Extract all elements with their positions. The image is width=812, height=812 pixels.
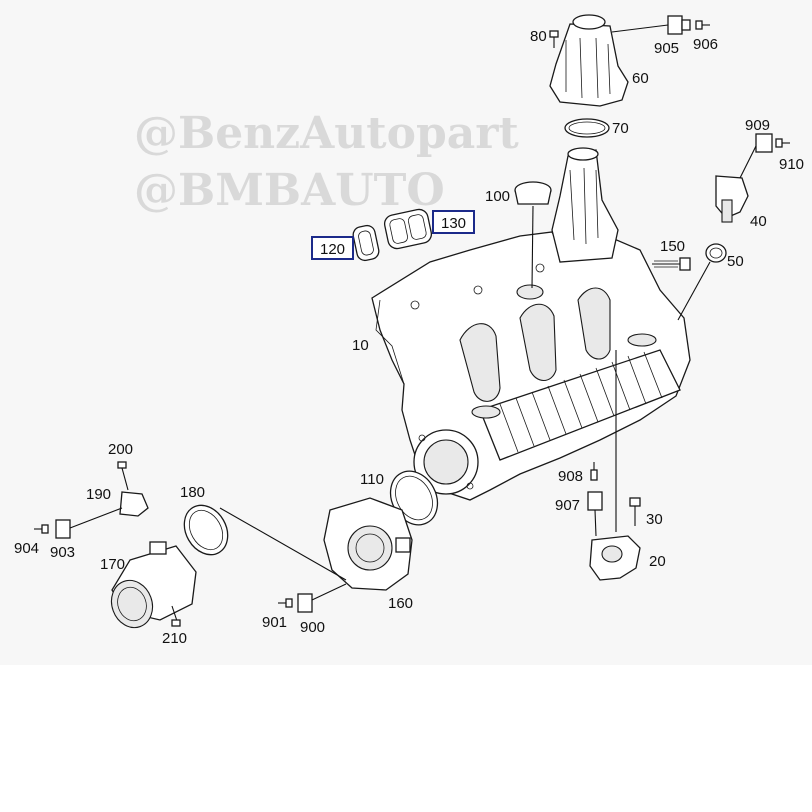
part-60-cover	[549, 14, 629, 107]
watermark-line-2: @BMBAUTO	[134, 165, 445, 216]
label-50: 50	[727, 253, 744, 270]
label-180: 180	[180, 484, 205, 501]
label-160: 160	[388, 595, 413, 612]
label-120-highlight: 120	[311, 236, 354, 260]
part-40-sensor	[715, 175, 749, 223]
part-910-pin	[775, 138, 790, 148]
label-150: 150	[660, 238, 685, 255]
blank-footer	[0, 665, 812, 812]
part-906-pin	[695, 20, 710, 30]
part-210-screw	[171, 605, 181, 627]
label-40: 40	[750, 213, 767, 230]
part-150-bolt	[652, 257, 691, 271]
label-200: 200	[108, 441, 133, 458]
part-909-connector	[755, 133, 773, 153]
watermark-line-1: @BenzAutopart	[134, 108, 519, 159]
part-50-oring	[705, 243, 727, 263]
intake-manifold	[371, 231, 691, 501]
label-130: 130	[441, 215, 466, 232]
label-20: 20	[649, 553, 666, 570]
leader-909	[739, 145, 757, 179]
leader-907	[594, 509, 597, 537]
part-180-oring	[183, 504, 229, 556]
part-901-pin	[278, 598, 293, 608]
label-900: 900	[300, 619, 325, 636]
label-210: 210	[162, 630, 187, 647]
label-190: 190	[86, 486, 111, 503]
part-907-connector	[587, 491, 603, 511]
label-905: 905	[654, 40, 679, 57]
label-904: 904	[14, 540, 39, 557]
part-160-throttle-body	[323, 497, 413, 591]
label-910: 910	[779, 156, 804, 173]
part-904-pin	[34, 524, 49, 534]
leader-905	[611, 24, 669, 33]
part-130-gasket	[383, 208, 433, 250]
label-170: 170	[100, 556, 125, 573]
label-908: 908	[558, 468, 583, 485]
manifold-tower	[551, 147, 619, 263]
part-20-sensor	[589, 535, 641, 581]
part-80-bolt	[549, 30, 559, 48]
part-190-sensor	[119, 491, 149, 517]
label-10: 10	[352, 337, 369, 354]
leader-900	[311, 583, 347, 601]
label-110: 110	[360, 471, 384, 488]
part-908-pin	[590, 462, 598, 481]
part-100-plug	[514, 181, 552, 205]
label-907: 907	[555, 497, 580, 514]
label-100: 100	[485, 188, 510, 205]
label-909: 909	[745, 117, 770, 134]
label-901: 901	[262, 614, 287, 631]
label-70: 70	[612, 120, 629, 137]
leader-160	[219, 507, 347, 581]
part-170-actuator	[110, 541, 197, 629]
part-120-gasket	[352, 224, 380, 262]
label-130-highlight: 130	[432, 210, 475, 234]
leader-100	[531, 205, 534, 289]
part-903-connector	[55, 519, 71, 539]
part-900-connector	[297, 593, 313, 613]
leader-903	[69, 507, 123, 529]
label-903: 903	[50, 544, 75, 561]
leader-50	[677, 261, 711, 321]
label-120: 120	[320, 241, 345, 258]
label-60: 60	[632, 70, 649, 87]
label-906: 906	[693, 36, 718, 53]
part-200-screw	[117, 461, 129, 491]
label-80: 80	[530, 28, 547, 45]
part-30-bolt	[629, 497, 641, 526]
label-30: 30	[646, 511, 663, 528]
